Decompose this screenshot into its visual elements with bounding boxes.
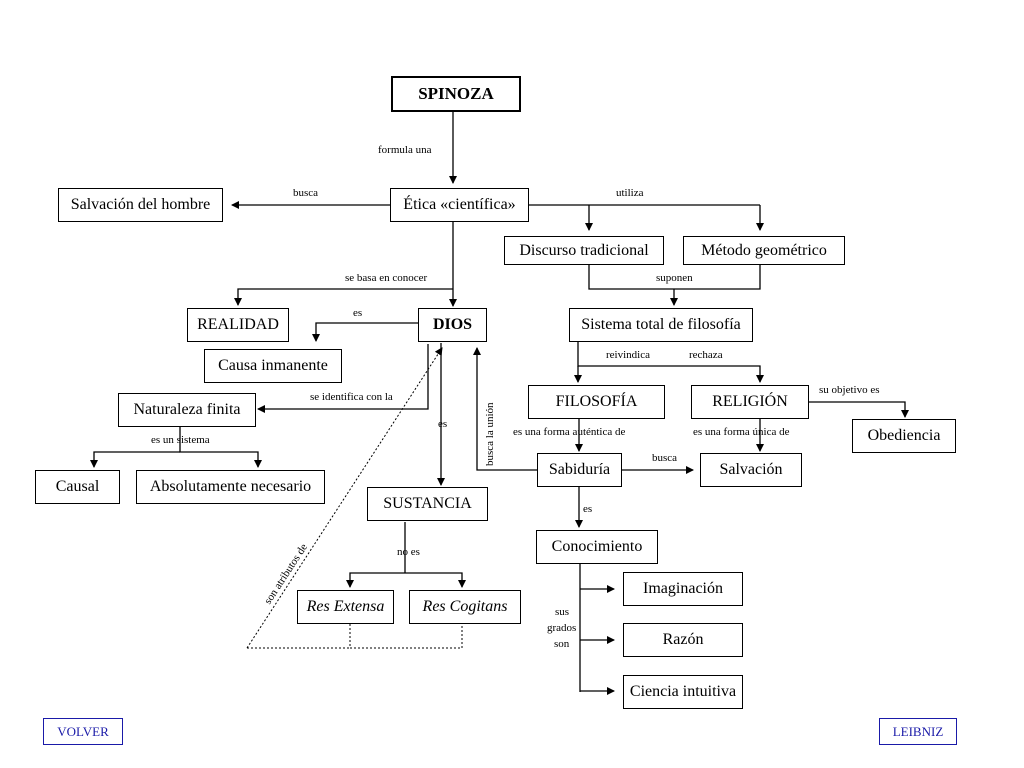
leibniz-button[interactable]: LEIBNIZ xyxy=(879,718,957,745)
label-rechaza: rechaza xyxy=(689,349,723,361)
node-religion: RELIGIÓN xyxy=(691,385,809,419)
label-formula-una: formula una xyxy=(378,144,432,156)
label-es-conocimiento: es xyxy=(583,503,593,515)
label-es-sustancia: es xyxy=(438,418,448,430)
node-spinoza: SPINOZA xyxy=(391,76,521,112)
label-busca: busca xyxy=(293,187,319,199)
node-conocimiento: Conocimiento xyxy=(536,530,658,564)
node-sustancia: SUSTANCIA xyxy=(367,487,488,521)
node-dios: DIOS xyxy=(418,308,487,342)
node-filosofia: FILOSOFÍA xyxy=(528,385,665,419)
label-no-es: no es xyxy=(397,546,420,558)
node-naturaleza-finita: Naturaleza finita xyxy=(118,393,256,427)
node-sabiduria: Sabiduría xyxy=(537,453,622,487)
node-absolutamente-necesario: Absolutamente necesario xyxy=(136,470,325,504)
label-se-identifica: se identifica con la xyxy=(310,391,393,403)
label-utiliza: utiliza xyxy=(616,187,644,199)
label-se-basa-en-conocer: se basa en conocer xyxy=(345,272,428,284)
label-busca-la-union: busca la unión xyxy=(484,402,496,466)
node-imaginacion: Imaginación xyxy=(623,572,743,606)
node-causa-inmanente: Causa inmanente xyxy=(204,349,342,383)
label-grados: grados xyxy=(547,622,577,634)
label-forma-autentica: es una forma auténtica de xyxy=(513,426,626,438)
label-reivindica: reivindica xyxy=(606,349,650,361)
node-salvacion-hombre: Salvación del hombre xyxy=(58,188,223,222)
node-etica: Ética «científica» xyxy=(390,188,529,222)
label-busca-salvacion: busca xyxy=(652,452,678,464)
label-sus: sus xyxy=(555,606,570,618)
node-sistema-total: Sistema total de filosofía xyxy=(569,308,753,342)
label-forma-unica: es una forma única de xyxy=(693,426,790,438)
node-realidad: REALIDAD xyxy=(187,308,289,342)
node-ciencia-intuitiva: Ciencia intuitiva xyxy=(623,675,743,709)
node-res-cogitans: Res Cogitans xyxy=(409,590,521,624)
label-suponen: suponen xyxy=(656,272,693,284)
node-discurso-tradicional: Discurso tradicional xyxy=(504,236,664,265)
label-es-dios: es xyxy=(353,307,363,319)
label-es-un-sistema: es un sistema xyxy=(151,434,210,446)
label-su-objetivo-es: su objetivo es xyxy=(819,384,880,396)
label-son: son xyxy=(554,638,570,650)
node-obediencia: Obediencia xyxy=(852,419,956,453)
node-salvacion: Salvación xyxy=(700,453,802,487)
volver-button[interactable]: VOLVER xyxy=(43,718,123,745)
node-metodo-geometrico: Método geométrico xyxy=(683,236,845,265)
node-causal: Causal xyxy=(35,470,120,504)
node-res-extensa: Res Extensa xyxy=(297,590,394,624)
node-razon: Razón xyxy=(623,623,743,657)
